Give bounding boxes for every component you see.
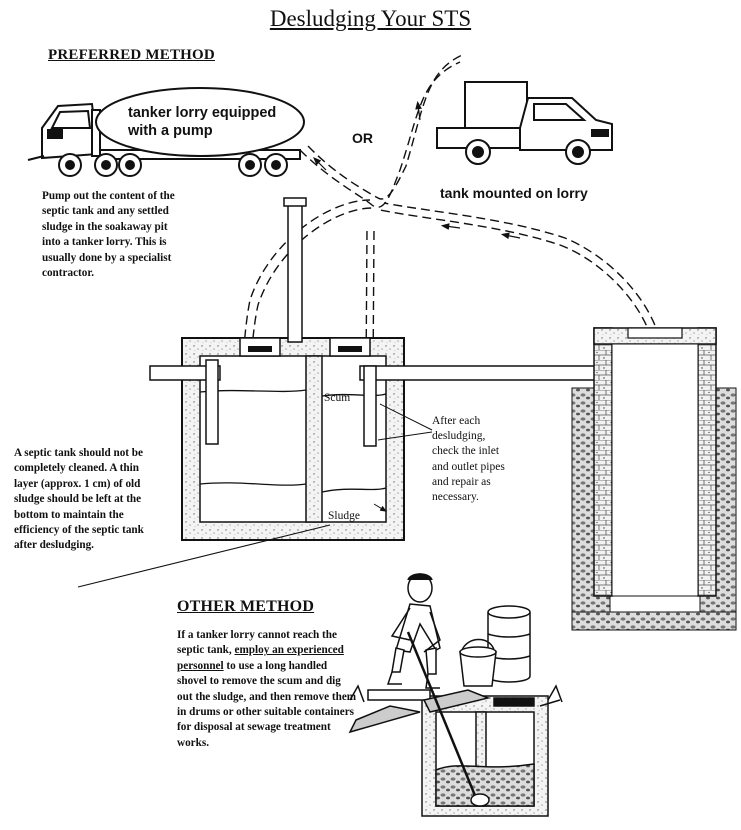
or-label: OR — [352, 130, 373, 146]
bucket-icon — [459, 638, 497, 687]
septic-tank-note: A septic tank should not be completely c… — [14, 447, 144, 552]
check-pipes-note: After each desludging, check the inlet a… — [432, 415, 505, 504]
other-method-heading: OTHER METHOD — [177, 598, 315, 615]
person-with-shovel-icon — [386, 573, 490, 807]
pump-out-description: Pump out the content of the septic tank … — [42, 190, 175, 280]
septic-tank — [149, 197, 625, 541]
soakaway-pit — [571, 327, 737, 631]
tanker-truck-icon — [27, 87, 305, 177]
tanker-lorry-label: tanker lorry equipped with a pump — [128, 105, 277, 139]
preferred-method-heading: PREFERRED METHOD — [48, 47, 215, 63]
scum-label: Scum — [324, 392, 351, 404]
other-method-description: If a tanker lorry cannot reach the septi… — [177, 628, 357, 751]
other-method-emphasis: employ an experienced personnel — [177, 644, 344, 672]
sludge-label: Sludge — [328, 510, 360, 522]
tank-lorry-label: tank mounted on lorry — [440, 185, 588, 201]
page-title: Desludging Your STS — [269, 6, 472, 31]
other-method-text-after: to use a long handled shovel to remove t… — [177, 659, 357, 749]
other-method-text-before: If a tanker lorry cannot reach the septi… — [177, 629, 337, 657]
flatbed-lorry-icon — [436, 81, 613, 165]
